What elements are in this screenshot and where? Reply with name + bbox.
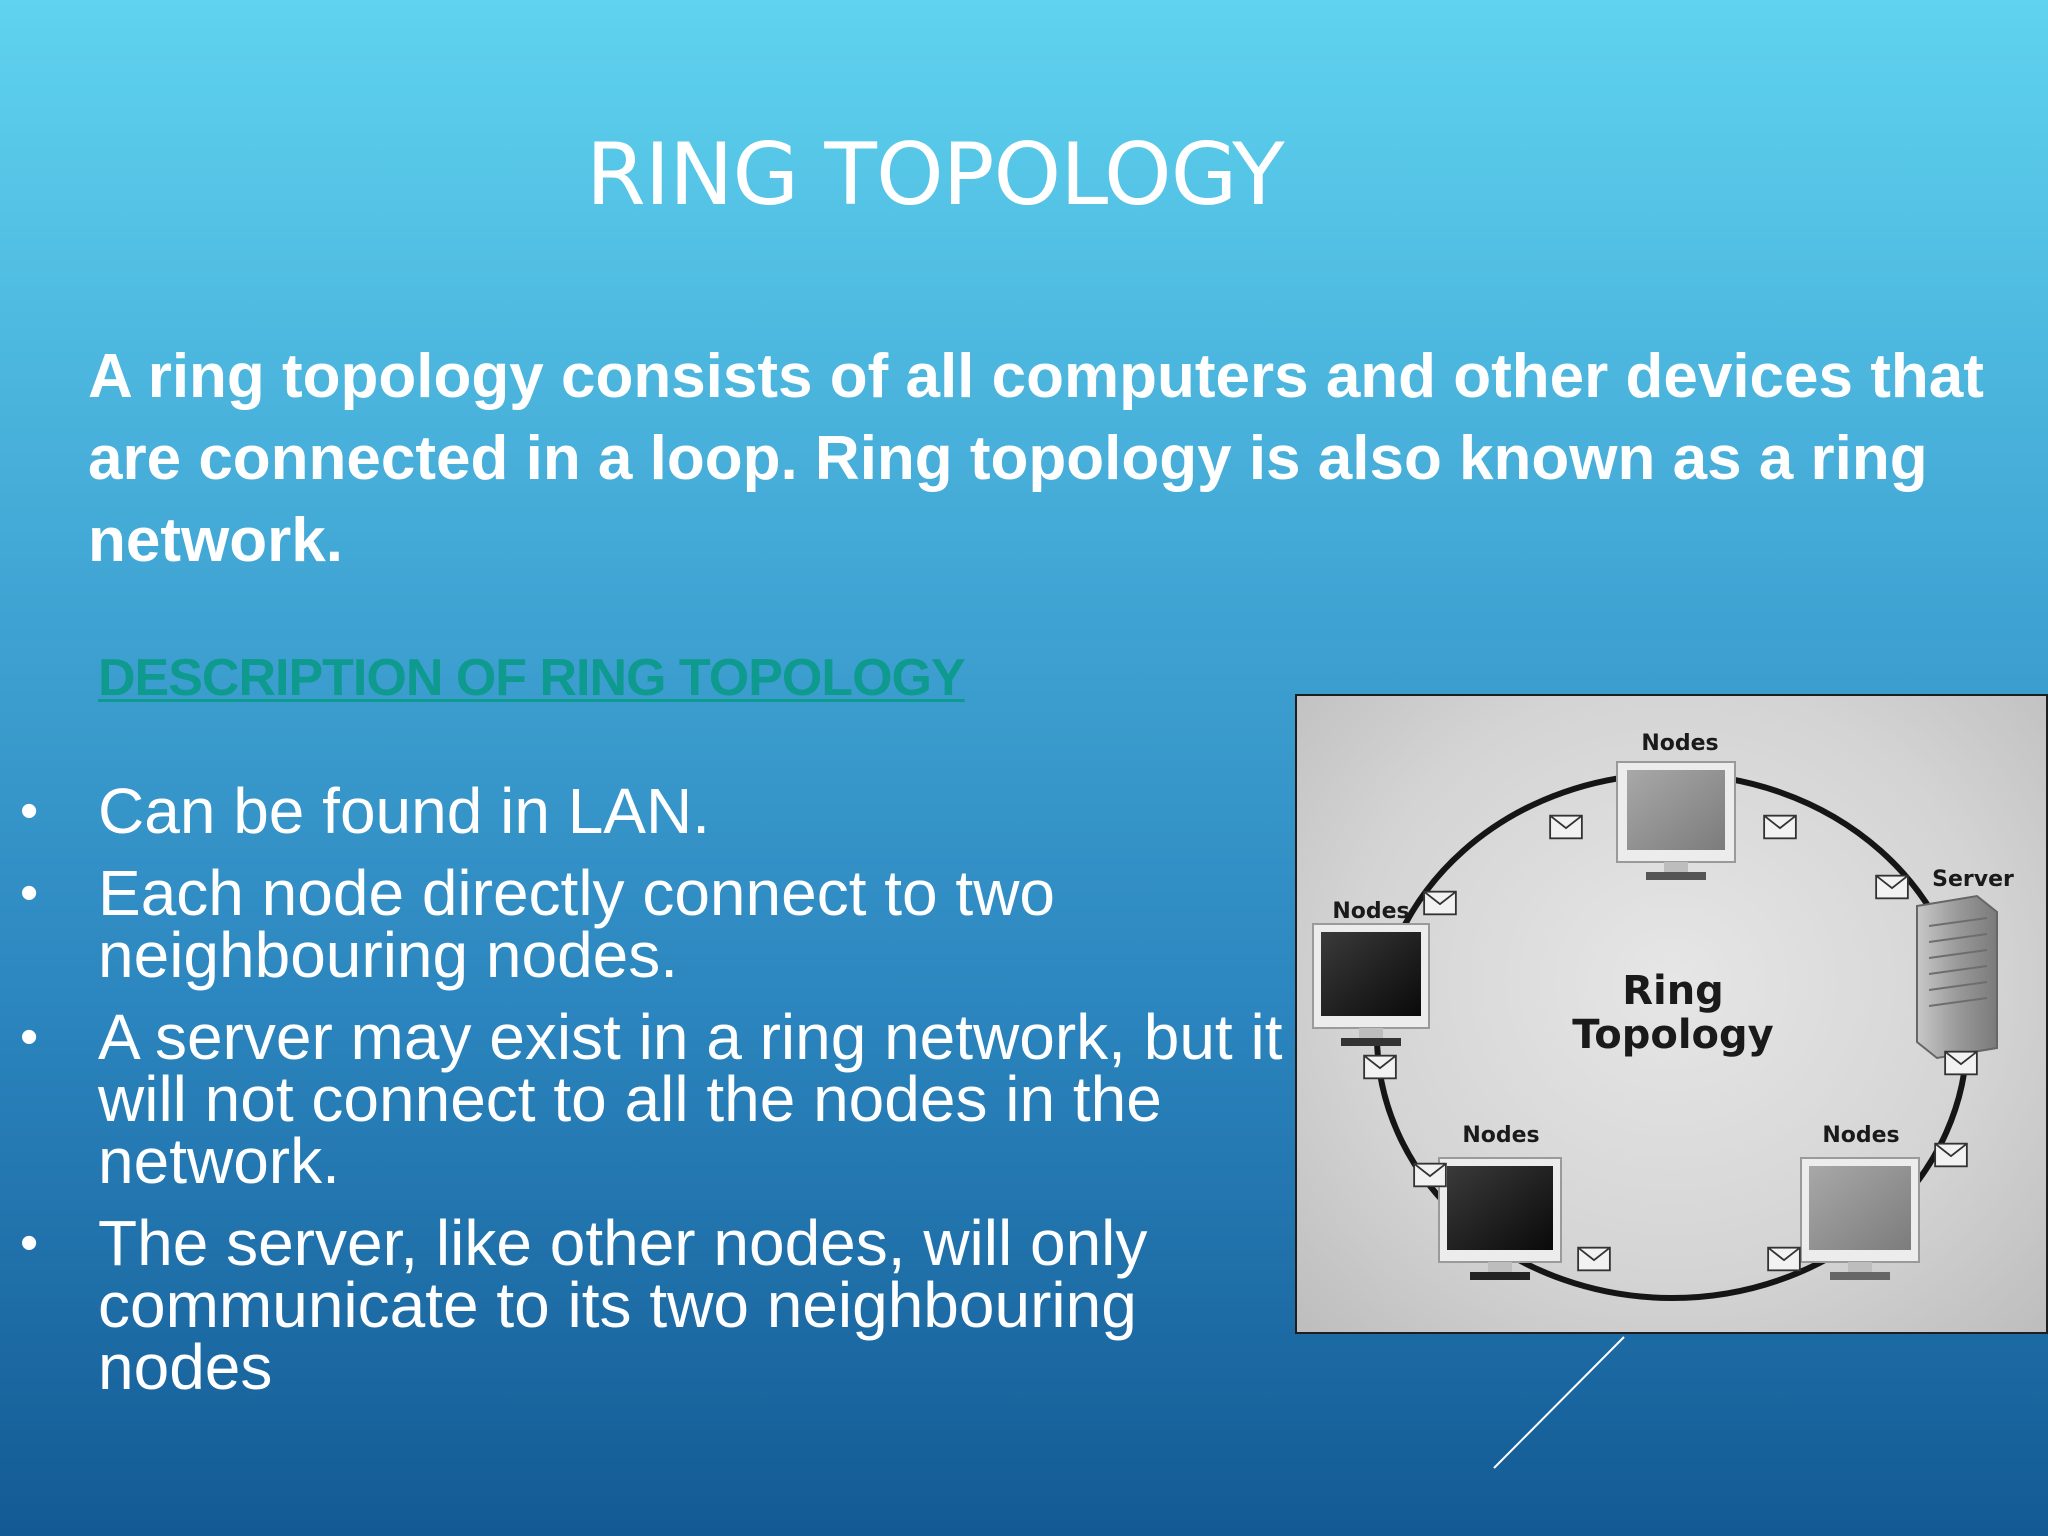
bullet-text: The server, like other nodes, will only … bbox=[98, 1207, 1148, 1403]
diagram-center-label-line1: Ring bbox=[1622, 968, 1724, 1014]
slide-title: RING TOPOLOGY bbox=[586, 125, 1285, 225]
bullet-item: •The server, like other nodes, will only… bbox=[0, 1211, 1290, 1399]
bullet-item: •Each node directly connect to two neigh… bbox=[0, 861, 1290, 987]
bullet-item: •Can be found in LAN. bbox=[0, 779, 1290, 843]
bullet-dot: • bbox=[20, 782, 39, 840]
monitor-icon bbox=[1800, 1157, 1920, 1280]
monitor-icon bbox=[1616, 761, 1736, 880]
bullet-text: Each node directly connect to two neighb… bbox=[98, 857, 1055, 991]
bullet-list: •Can be found in LAN. •Each node directl… bbox=[0, 779, 1290, 1418]
server-tower-icon bbox=[1916, 894, 1998, 1060]
node-label-top: Nodes bbox=[1641, 731, 1718, 756]
bullet-item: •A server may exist in a ring network, b… bbox=[0, 1005, 1290, 1193]
monitor-icon bbox=[1312, 923, 1430, 1046]
monitor-icon bbox=[1438, 1157, 1562, 1280]
bullet-text: A server may exist in a ring network, bu… bbox=[98, 1001, 1283, 1197]
intro-paragraph: A ring topology consists of all computer… bbox=[88, 342, 1984, 575]
ring-topology-diagram: Nodes Nodes Server Nodes bbox=[1295, 694, 2048, 1334]
node-label-bottom-left: Nodes bbox=[1462, 1123, 1539, 1148]
bullet-dot: • bbox=[20, 864, 39, 922]
ring-topology-svg: Nodes Nodes Server Nodes bbox=[1312, 731, 2014, 1301]
node-label-bottom-right: Nodes bbox=[1822, 1123, 1899, 1148]
bullet-dot: • bbox=[20, 1214, 39, 1272]
server-label: Server bbox=[1932, 867, 2014, 892]
bullet-text: Can be found in LAN. bbox=[98, 775, 710, 847]
section-heading-link[interactable]: DESCRIPTION OF RING TOPOLOGY bbox=[98, 649, 966, 707]
diagram-center-label-line2: Topology bbox=[1572, 1012, 1773, 1058]
node-label-left: Nodes bbox=[1332, 899, 1409, 924]
bullet-dot: • bbox=[20, 1008, 39, 1066]
